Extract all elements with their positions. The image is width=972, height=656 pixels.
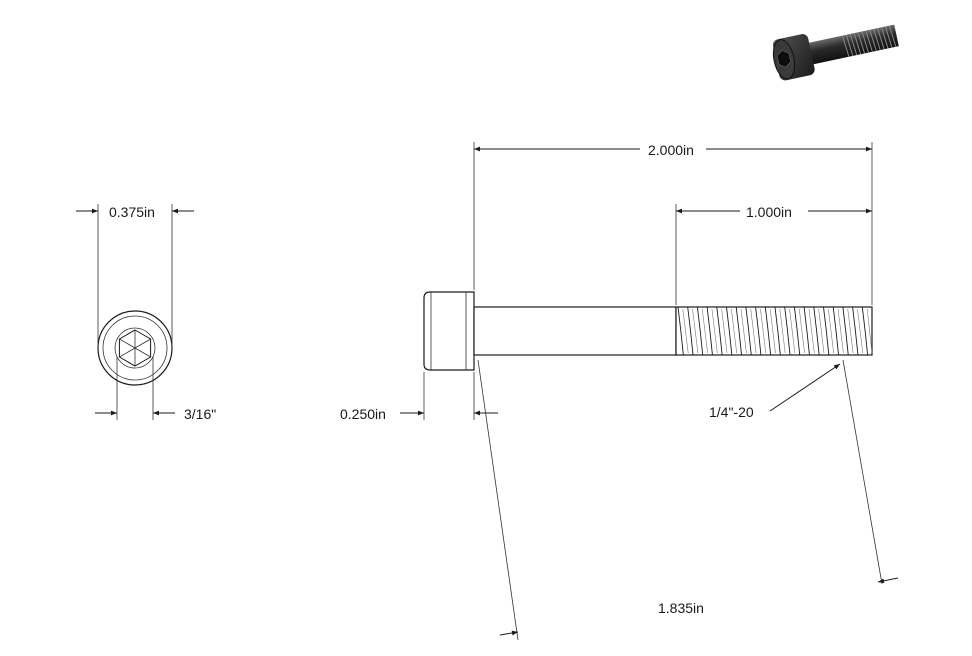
- thread-pattern: [677, 306, 873, 356]
- thread-root: [692, 308, 699, 354]
- thumb-thread: [849, 33, 858, 56]
- thread-crest: [784, 306, 791, 356]
- thread-root: [808, 308, 815, 354]
- thread-crest: [745, 306, 752, 356]
- thumb-thread: [853, 33, 862, 55]
- thread-crest: [696, 306, 704, 356]
- dim-overall-length: 2.000in: [473, 142, 873, 305]
- thread-root: [740, 308, 747, 354]
- thumb-thread: [857, 32, 866, 54]
- label-thread-length: 1.000in: [746, 204, 792, 220]
- thread-root: [828, 308, 834, 354]
- thread-crest: [832, 306, 839, 356]
- thumb-thread: [865, 30, 873, 52]
- label-overall-length: 2.000in: [648, 142, 694, 158]
- thumb-thread: [873, 28, 881, 51]
- thread-crest: [755, 306, 762, 356]
- thread-crest: [803, 306, 810, 356]
- thread-crest: [677, 306, 684, 356]
- thread-root: [769, 308, 776, 354]
- thread-root: [866, 308, 873, 354]
- thread-root: [789, 308, 796, 354]
- thread-root: [857, 308, 864, 354]
- label-shank-length: 1.835in: [658, 600, 704, 616]
- thread-crest: [687, 306, 694, 356]
- callout-thread-spec: 1/4"-20: [709, 363, 841, 420]
- thumb-thread: [877, 28, 885, 50]
- thread-root: [779, 308, 786, 354]
- thread-crest: [813, 306, 820, 356]
- thumb-thread: [869, 29, 877, 52]
- thread-crest: [735, 306, 742, 356]
- thumb-thread: [881, 27, 889, 49]
- thumb-thread: [884, 26, 893, 48]
- side-view: [423, 291, 873, 371]
- thread-crest: [823, 306, 830, 356]
- dim-hex-size: 3/16": [95, 357, 216, 422]
- thread-crest: [716, 306, 723, 356]
- dim-thread-length: 1.000in: [675, 204, 872, 305]
- label-thread-spec: 1/4"-20: [709, 404, 754, 420]
- thread-crest: [764, 306, 772, 356]
- end-view: [97, 310, 173, 386]
- thumb-thread: [841, 35, 850, 57]
- thread-root: [701, 308, 708, 354]
- label-head-diameter: 0.375in: [109, 204, 155, 220]
- thread-crest: [861, 306, 869, 356]
- dim-head-diameter: 0.375in: [76, 204, 194, 348]
- thread-root: [750, 308, 757, 354]
- thread-crest: [793, 306, 801, 356]
- thumb-thread: [888, 25, 897, 47]
- thread-crest: [852, 306, 859, 356]
- thread-root: [731, 308, 737, 354]
- label-hex-size: 3/16": [184, 406, 216, 422]
- thread-root: [760, 308, 767, 354]
- thumb-thread: [861, 31, 869, 53]
- thread-root: [711, 308, 718, 354]
- thread-root: [847, 308, 854, 354]
- thread-crest: [726, 306, 733, 356]
- dim-shank-length: 1.835in: [477, 359, 899, 641]
- thread-root: [798, 308, 805, 354]
- thread-crest: [774, 306, 781, 356]
- thread-root: [682, 308, 689, 354]
- screw-render-thumbnail: [772, 24, 899, 81]
- thread-root: [818, 308, 825, 354]
- dim-head-height: 0.250in: [340, 372, 498, 422]
- thread-crest: [706, 306, 713, 356]
- thread-root: [837, 308, 844, 354]
- thread-root: [721, 308, 728, 354]
- thumb-thread: [845, 34, 854, 57]
- label-head-height: 0.250in: [340, 406, 386, 422]
- thread-crest: [842, 306, 849, 356]
